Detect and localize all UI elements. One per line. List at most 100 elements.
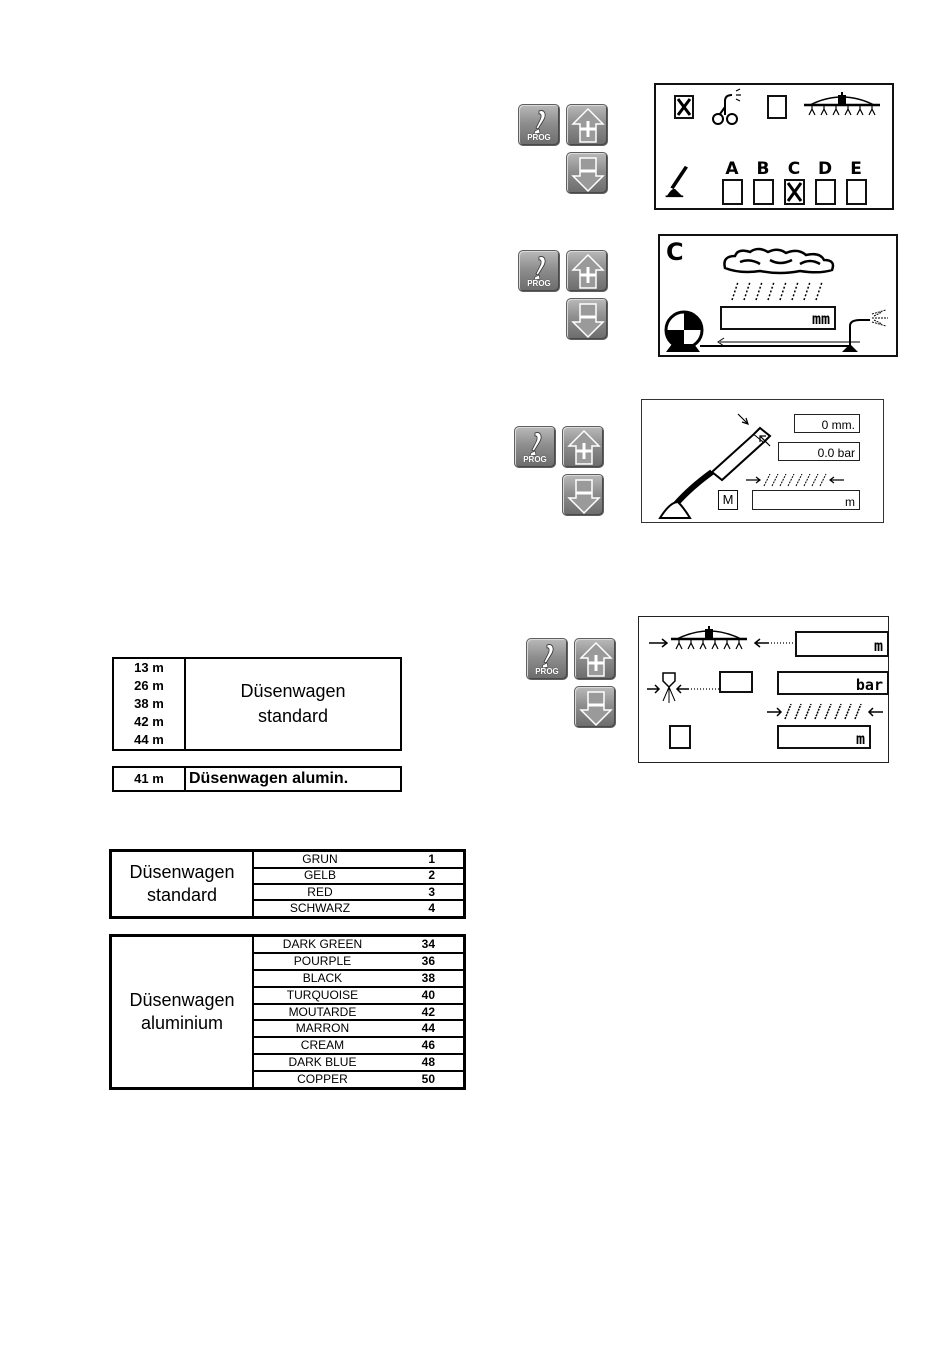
- color-code: 38: [390, 968, 466, 988]
- color-code: 46: [390, 1036, 466, 1056]
- length-item: 42 m: [134, 714, 164, 729]
- distance-field[interactable]: m: [777, 725, 871, 749]
- nozzle-checkbox-c[interactable]: [784, 179, 805, 205]
- pressure-field[interactable]: bar: [777, 671, 889, 695]
- boom-length-standard-table: 13 m 26 m 38 m 42 m 44 m Düsenwagen stan…: [112, 657, 402, 751]
- nozzle-label-d: D: [817, 159, 833, 179]
- arrow-down-minus-icon: [563, 475, 605, 517]
- nozzle-label-b: B: [756, 159, 770, 179]
- nozzle-checkbox-e[interactable]: [846, 179, 867, 205]
- color-code: 40: [390, 985, 466, 1005]
- boom-length-aluminium-table: 41 m Düsenwagen alumin.: [112, 766, 402, 792]
- color-code: 44: [390, 1019, 466, 1039]
- color-code: 48: [390, 1053, 466, 1073]
- color-code-standard-table: Düsenwagen standard GRUN 1 GELB 2 RED 3 …: [109, 849, 466, 919]
- length-item: 38 m: [134, 696, 164, 711]
- label-line-1: Düsenwagen: [240, 681, 346, 701]
- group-label: Düsenwagen aluminium: [109, 934, 254, 1090]
- pressure-unit: bar: [855, 676, 883, 694]
- color-code-aluminium-table: Düsenwagen aluminium DARK GREEN 34 POURP…: [109, 934, 466, 1090]
- color-name: TURQUOISE: [252, 985, 391, 1005]
- length-list: 13 m 26 m 38 m 42 m 44 m: [112, 657, 186, 751]
- nozzle-checkbox-d[interactable]: [815, 179, 836, 205]
- arrow-down-minus-icon: [567, 153, 609, 195]
- boom-type-label: Düsenwagen standard: [184, 657, 402, 751]
- length-cell: 41 m: [112, 766, 186, 792]
- distance-field[interactable]: m: [752, 490, 860, 510]
- lcd-screen-settings: m bar m: [638, 616, 889, 763]
- prog-button[interactable]: PROG: [518, 250, 560, 292]
- lcd-screen-rain: C mm: [658, 234, 898, 357]
- color-code: 4: [385, 899, 466, 919]
- arrow-down-minus-icon: [567, 299, 609, 341]
- plus-button[interactable]: [562, 426, 604, 468]
- tractor-sprayer-icon: [712, 88, 741, 125]
- color-name: SCHWARZ: [252, 899, 386, 919]
- prog-button[interactable]: PROG: [514, 426, 556, 468]
- arrow-up-plus-icon: [567, 251, 609, 293]
- nozzle-label-a: A: [725, 159, 739, 179]
- spray-lance-icon: [664, 159, 696, 204]
- boom-type-label: Düsenwagen alumin.: [184, 766, 402, 792]
- plus-button[interactable]: [574, 638, 616, 680]
- rain-unit: mm: [811, 310, 830, 328]
- distance-checkbox[interactable]: [669, 725, 691, 749]
- arrow-up-plus-icon: [575, 639, 617, 681]
- spray-distance-icon: [767, 703, 883, 720]
- boom-width-unit: m: [873, 637, 883, 655]
- minus-button[interactable]: [566, 298, 608, 340]
- nozzle-checkbox-a[interactable]: [722, 179, 743, 205]
- lcd-screen-nozzle-select: A B C D E: [654, 83, 894, 210]
- prog-label: PROG: [527, 133, 551, 142]
- color-name: RED: [252, 882, 386, 902]
- color-code: 1: [385, 849, 466, 869]
- color-name: DARK GREEN: [252, 934, 391, 954]
- arrow-up-plus-icon: [563, 427, 605, 469]
- color-name: CREAM: [252, 1036, 391, 1056]
- length-item: 26 m: [134, 678, 164, 693]
- label-line-1: Düsenwagen: [129, 862, 235, 882]
- spray-gun-icon: [658, 413, 772, 519]
- prog-button[interactable]: PROG: [526, 638, 568, 680]
- label-line-2: standard: [146, 885, 218, 905]
- color-name: MARRON: [252, 1019, 391, 1039]
- distance-unit: m: [845, 495, 855, 509]
- keypad-1: PROG: [518, 104, 614, 200]
- arrow-down-minus-icon: [575, 687, 617, 729]
- length-item: 13 m: [134, 660, 164, 675]
- nozzle-selector: A B C D E: [720, 159, 880, 207]
- minus-button[interactable]: [562, 474, 604, 516]
- length-item: 44 m: [134, 732, 164, 747]
- color-name: MOUTARDE: [252, 1002, 391, 1022]
- tank-hose-icon: [664, 309, 888, 352]
- rain-mm-field[interactable]: mm: [720, 306, 836, 330]
- color-name: POURPLE: [252, 951, 391, 971]
- distance-unit: m: [855, 730, 865, 748]
- checkbox-checked[interactable]: [674, 95, 694, 119]
- label-line-1: Düsenwagen: [129, 990, 235, 1010]
- nozzle-flow-box[interactable]: [719, 671, 753, 693]
- keypad-2: PROG: [518, 250, 614, 346]
- boom-width-field[interactable]: m: [795, 631, 889, 657]
- manual-mode-box[interactable]: M: [718, 490, 738, 510]
- checkbox-unchecked[interactable]: [767, 95, 787, 119]
- nozzle-label-e: E: [850, 159, 862, 179]
- color-code: 42: [390, 1002, 466, 1022]
- prog-label: PROG: [535, 667, 559, 676]
- minus-button[interactable]: [566, 152, 608, 194]
- nozzle-letter: C: [666, 238, 684, 266]
- nozzle-checkbox-b[interactable]: [753, 179, 774, 205]
- x-mark-icon: [676, 98, 692, 116]
- plus-button[interactable]: [566, 104, 608, 146]
- label-line-2: aluminium: [140, 1013, 224, 1033]
- color-name: COPPER: [252, 1070, 391, 1090]
- minus-button[interactable]: [574, 686, 616, 728]
- spray-boom-icon: [802, 91, 882, 121]
- pressure-value: 0.0 bar: [817, 446, 855, 460]
- prog-button[interactable]: PROG: [518, 104, 560, 146]
- gap-mm-field[interactable]: 0 mm.: [794, 414, 860, 433]
- pressure-bar-field[interactable]: 0.0 bar: [778, 442, 860, 461]
- plus-button[interactable]: [566, 250, 608, 292]
- color-name: BLACK: [252, 968, 391, 988]
- color-code: 34: [390, 934, 466, 954]
